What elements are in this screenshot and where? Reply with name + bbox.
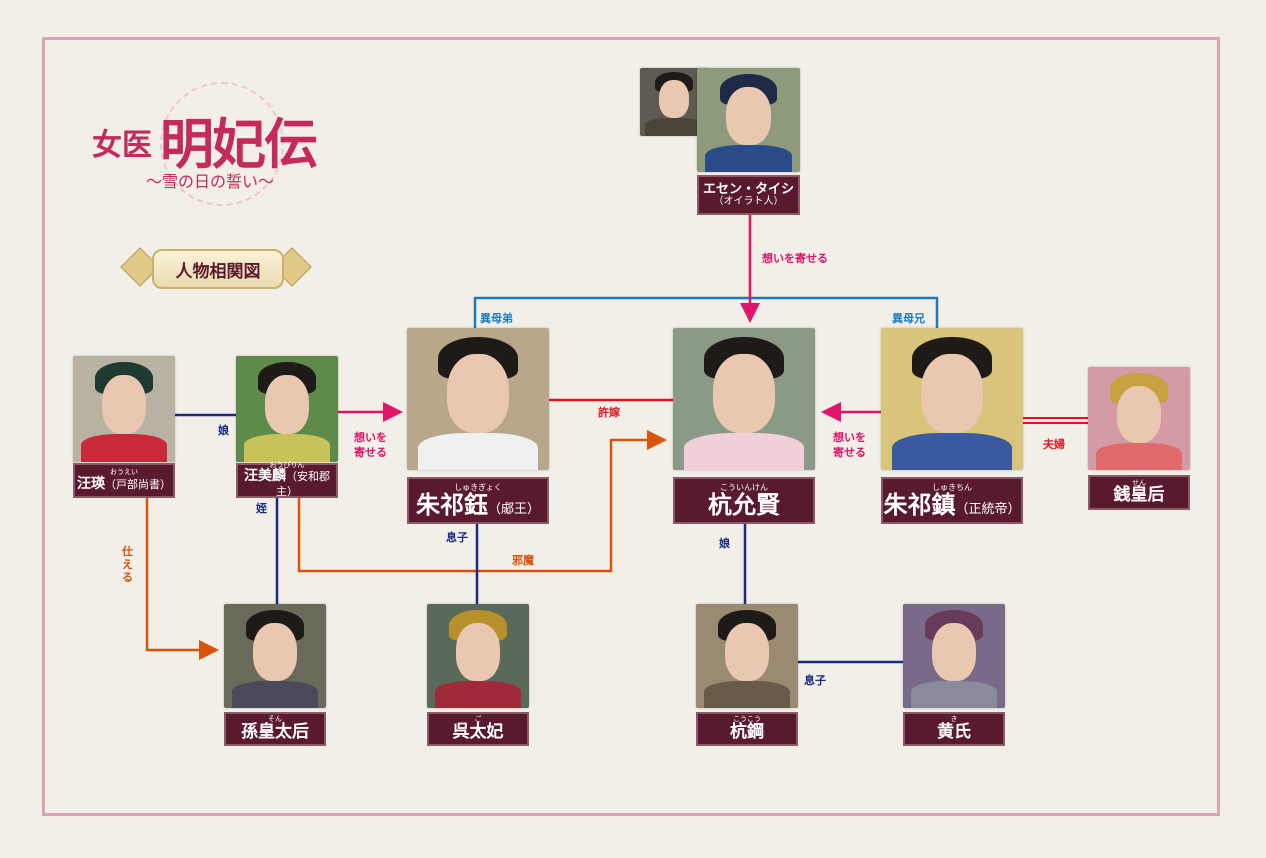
wang-meilin-label: おうびりん 汪美麟（安和郡主） — [236, 461, 338, 499]
zhu-qiyu-photo — [407, 328, 549, 470]
relation-label: 寄せる — [833, 446, 866, 459]
wang-ying-photo — [73, 356, 175, 462]
wang-meilin-photo — [236, 356, 338, 462]
relation-label: 仕える — [122, 545, 133, 584]
relation-label: 想いを — [833, 431, 866, 444]
character-title: （戸部尚書） — [105, 477, 171, 491]
relation-label: 娘 — [218, 424, 229, 437]
relation-label: 想いを — [354, 431, 387, 444]
relation-label: 許嫁 — [598, 406, 620, 419]
zhu-qizhen-photo — [881, 328, 1023, 470]
lady-huang-label: き 黄氏 — [903, 712, 1005, 746]
character-name: 汪美麟 — [244, 468, 286, 485]
relation-label: 息子 — [804, 674, 826, 687]
character-name: エセン・タイシ — [702, 181, 794, 197]
relation-label: 娘 — [719, 537, 730, 550]
ruby: おうびりん — [269, 461, 305, 470]
consort-wu-label: ご 呉太妃 — [427, 712, 529, 746]
obstruct-arrow — [297, 430, 667, 573]
character-title: （安和郡主） — [276, 470, 330, 499]
show-logo: 女医 明妃伝 〜雪の日の誓い〜 — [88, 82, 348, 212]
esen-label: エセン・タイシ （オイラト人） — [697, 175, 800, 215]
empress-dowager-sun-photo — [224, 604, 326, 708]
empress-dowager-sun-label: そん 孫皇太后 — [224, 712, 326, 746]
consort-wu-photo — [427, 604, 529, 708]
chart-title: 人物相関図 — [152, 249, 284, 289]
wang-ying-label: おうえい 汪瑛（戸部尚書） — [73, 463, 175, 498]
logo-prefix: 女医 — [92, 128, 152, 163]
lady-huang-photo — [903, 604, 1005, 708]
character-name: 銭皇后 — [1113, 485, 1165, 506]
hang-gang-label: こうこう 杭鋼 — [696, 712, 798, 746]
character-note: （オイラト人） — [713, 195, 784, 207]
character-name: 朱祁鈺 — [415, 490, 488, 520]
character-name: 朱祁鎮 — [883, 490, 956, 520]
ruby: き — [950, 715, 958, 724]
zhu-qiyu-label: しゅきぎょく 朱祁鈺（郕王） — [407, 477, 549, 524]
character-name: 呉太妃 — [452, 721, 504, 742]
ruby: しゅきちん — [932, 482, 972, 492]
logo-subtitle: 〜雪の日の誓い〜 — [146, 172, 275, 191]
zhu-qizhen-label: しゅきちん 朱祁鎮（正統帝） — [881, 477, 1023, 524]
character-title: （郕王） — [487, 502, 540, 518]
relation-label: 夫婦 — [1043, 438, 1065, 451]
chart-title-badge: 人物相関図 — [120, 243, 312, 293]
ruby: しゅきぎょく — [454, 482, 502, 492]
ruby: そん — [268, 715, 282, 724]
relation-label: 異母兄 — [892, 312, 925, 325]
hang-yunxian-label: こういんけん 杭允賢 — [673, 477, 815, 524]
half-sibling-line — [473, 296, 939, 328]
logo-title: 明妃伝 — [160, 112, 318, 176]
ruby: ご — [474, 715, 482, 724]
relation-label: 姪 — [256, 502, 267, 515]
esen-photo — [697, 68, 800, 172]
empress-qian-photo — [1088, 367, 1190, 470]
character-title: （正統帝） — [955, 502, 1021, 518]
page-frame — [42, 37, 1220, 816]
character-name: 杭鋼 — [730, 721, 764, 742]
esen-alt-photo — [640, 68, 708, 136]
hang-yunxian-photo — [673, 328, 815, 470]
relation-label: 異母弟 — [480, 312, 513, 325]
logo-ornament — [160, 82, 284, 206]
relation-label: 邪魔 — [512, 554, 534, 567]
relation-label: 息子 — [446, 531, 468, 544]
character-name: 孫皇太后 — [241, 721, 309, 742]
ruby: こういんけん — [720, 482, 768, 492]
relation-label: 想いを寄せる — [762, 252, 828, 265]
ruby: こうこう — [733, 715, 761, 724]
ruby: せん — [1132, 478, 1146, 487]
character-name: 汪瑛 — [77, 475, 105, 492]
relation-label: 寄せる — [354, 446, 387, 459]
empress-qian-label: せん 銭皇后 — [1088, 475, 1190, 510]
character-name: 黄氏 — [937, 721, 971, 742]
serves-arrow — [145, 498, 219, 660]
married-line — [1023, 417, 1088, 424]
character-name: 杭允賢 — [708, 490, 780, 520]
hang-gang-photo — [696, 604, 798, 708]
ruby: おうえい — [110, 468, 138, 477]
